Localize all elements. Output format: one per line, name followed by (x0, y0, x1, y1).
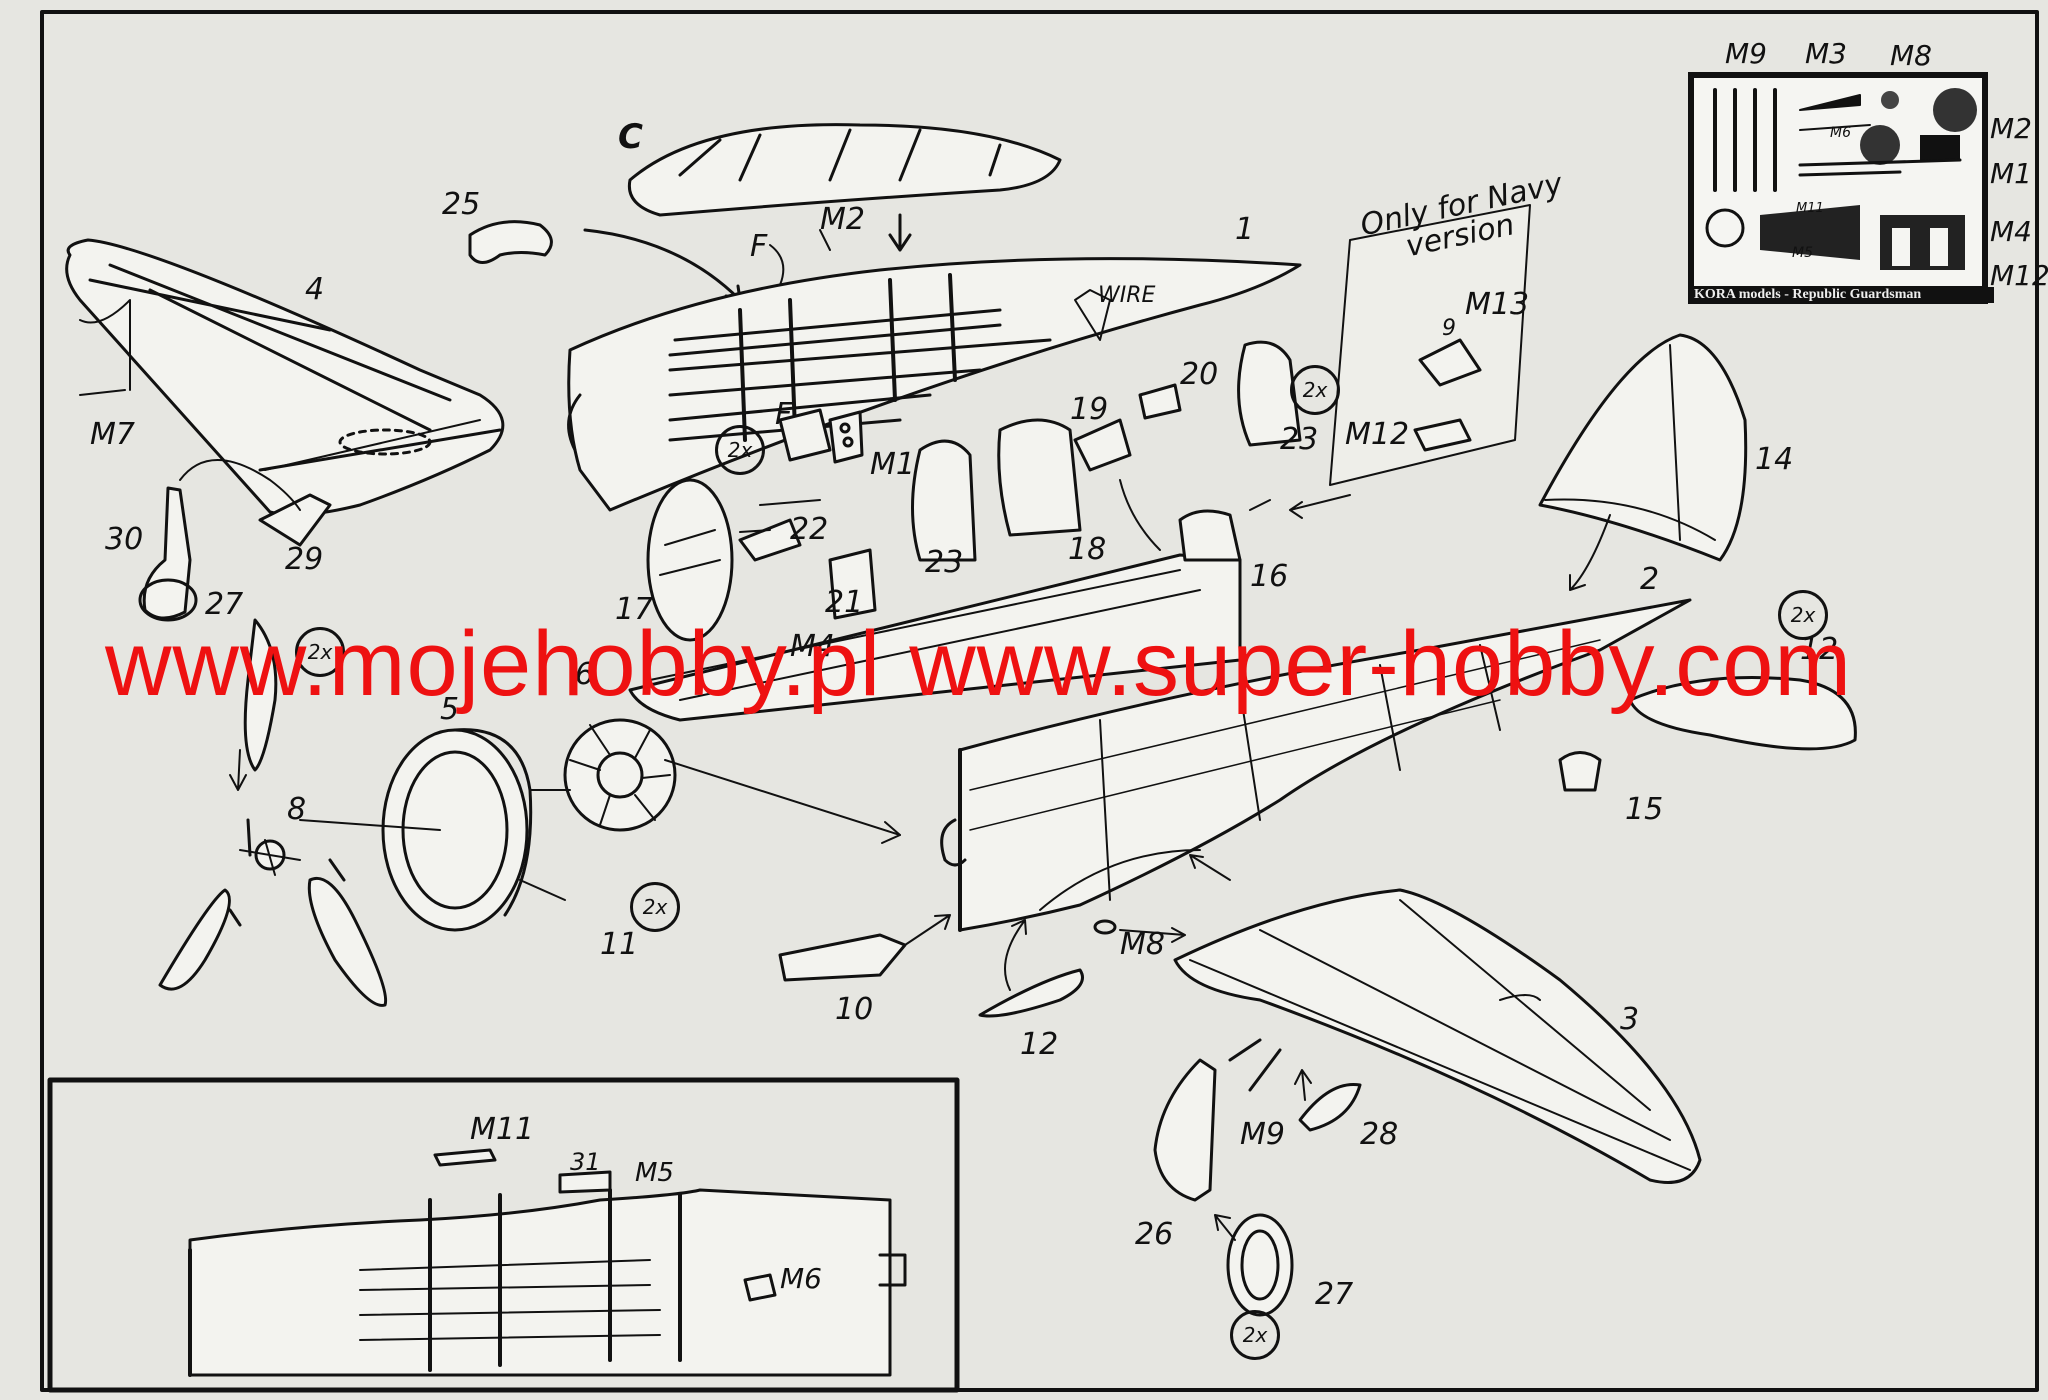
fret-label-m2: M2 (1990, 112, 2032, 145)
canopy-part-c (627, 123, 1062, 217)
part-label-f-top: F (750, 229, 768, 264)
fret-caption: KORA models - Republic Guardsman (1688, 287, 1994, 303)
part-label-11: 11 (600, 927, 639, 962)
part-label-21: 21 (825, 585, 864, 620)
part-label-m4: M4 (790, 629, 835, 664)
part-label-5: 5 (440, 692, 460, 727)
part-label-m9: M9 (1240, 1117, 1285, 1152)
quantity-badge-seat: 2x (1290, 365, 1340, 415)
part-label-m2: M2 (820, 202, 865, 237)
watermark-right-url: www.super-hobby.com (909, 613, 1852, 715)
fret-label-m8: M8 (1890, 39, 1932, 72)
part-label-2: 2 (1640, 562, 1660, 597)
left-landing-gear (138, 486, 332, 622)
part-label-22: 22 (790, 512, 829, 547)
part-label-1: 1 (1235, 212, 1255, 247)
fret-label-m5: M5 (1792, 245, 1813, 261)
fret-label-m1: M1 (1990, 157, 2032, 190)
navy-part-9: 9 (1442, 316, 1456, 341)
part-label-m8: M8 (1120, 927, 1165, 962)
part-label-14: 14 (1755, 442, 1794, 477)
part-label-m7: M7 (90, 417, 135, 452)
fret-label-m9: M9 (1725, 37, 1767, 70)
part-label-10: 10 (835, 992, 874, 1027)
right-wing-part-3 (1173, 888, 1702, 1184)
quantity-badge-tailplane: 2x (1778, 590, 1828, 640)
part-label-m6: M6 (780, 1262, 822, 1295)
photoetch-fret (1688, 72, 1988, 304)
part-label-30: 30 (105, 522, 144, 557)
fret-label-m4: M4 (1990, 215, 2032, 248)
part-label-29: 29 (285, 542, 324, 577)
navy-part-m12: M12 (1345, 417, 1410, 452)
part-label-c: C (618, 117, 643, 157)
part-label-4: 4 (305, 272, 325, 307)
inset-panel (47, 1077, 960, 1393)
part-label-3: 3 (1620, 1002, 1640, 1037)
navy-part-m13: M13 (1465, 287, 1530, 322)
part-label-27-left: 27 (205, 587, 244, 622)
quantity-badge-wheel: 2x (1230, 1310, 1280, 1360)
part-label-m5: M5 (635, 1158, 674, 1188)
part-label-16: 16 (1250, 559, 1289, 594)
part-label-18: 18 (1068, 532, 1107, 567)
navy-version-box (1329, 204, 1531, 486)
part-label-6: 6 (575, 657, 595, 692)
part-label-f-panel: F (775, 397, 793, 432)
part-label-12-lower: 12 (1020, 1027, 1059, 1062)
part-label-15: 15 (1625, 792, 1664, 827)
quantity-badge-blade: 2x (295, 627, 345, 677)
fret-label-m12: M12 (1990, 259, 2048, 292)
part-label-27-right: 27 (1315, 1277, 1354, 1312)
part-label-wire: WIRE (1098, 283, 1156, 308)
part-label-26: 26 (1135, 1217, 1174, 1252)
watermark-left-url: www.mojehobby.pl (105, 613, 882, 715)
part-label-m11: M11 (470, 1112, 535, 1147)
part-label-20: 20 (1180, 357, 1219, 392)
vertical-fin-part-14 (1538, 333, 1748, 562)
propeller-blades (158, 618, 388, 1007)
part-label-23-right: 23 (1280, 422, 1319, 457)
part-label-8: 8 (287, 792, 307, 827)
part-label-31: 31 (570, 1148, 601, 1176)
quantity-badge-part-11: 2x (630, 882, 680, 932)
part-label-28: 28 (1360, 1117, 1399, 1152)
part-label-23-left: 23 (925, 545, 964, 580)
radial-engine (563, 718, 677, 832)
bulkhead-part-17 (646, 478, 734, 642)
part-label-m1: M1 (870, 447, 915, 482)
part-label-19: 19 (1070, 392, 1109, 427)
quantity-badge-panel: 2x (715, 425, 765, 475)
part-label-17: 17 (615, 592, 654, 627)
inset-fuselage (188, 1188, 907, 1377)
right-landing-gear (1153, 1038, 1362, 1317)
fret-label-m6: M6 (1830, 125, 1851, 141)
pilot-seats (911, 340, 1302, 562)
sheet-frame (40, 10, 2039, 1392)
fret-label-m3: M3 (1805, 37, 1847, 70)
fret-label-m11: M11 (1796, 201, 1824, 216)
fuselage-part-2 (940, 598, 1692, 932)
cockpit-floor-part-16 (628, 509, 1242, 722)
part-label-25: 25 (442, 187, 481, 222)
